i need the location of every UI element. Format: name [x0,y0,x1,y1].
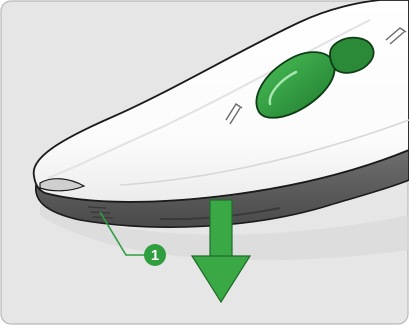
callout-marker: 1 [144,244,166,266]
callout-number: 1 [151,248,159,263]
